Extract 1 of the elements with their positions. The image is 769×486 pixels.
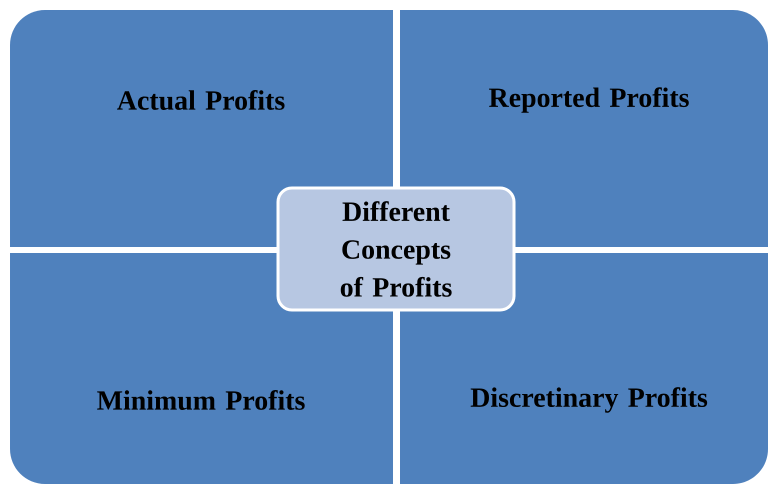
center-box: Different Concepts of Profits <box>276 186 516 312</box>
